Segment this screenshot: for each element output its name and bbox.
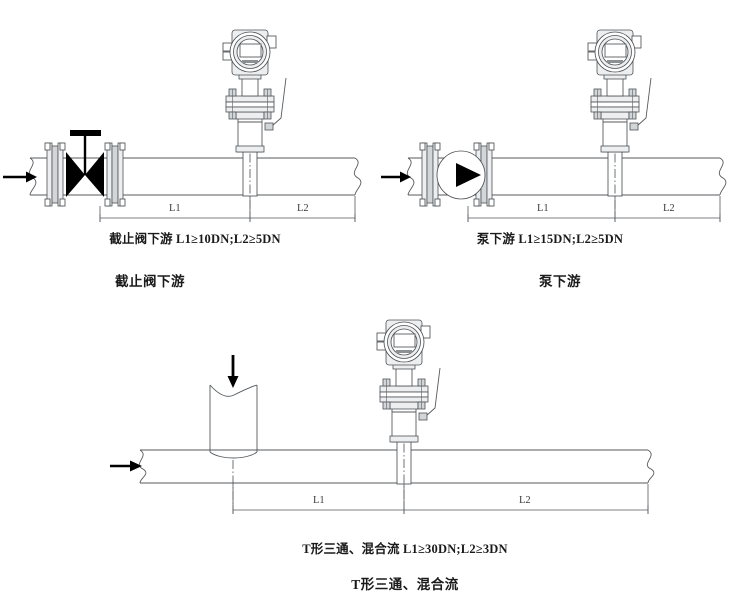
dimension-lines: [99, 196, 356, 222]
diagram-stop-valve-downstream: L1 L2 截止阀下游 L1≥10DN;L2≥5DN 截止阀下游: [0, 0, 390, 300]
dimension-label-l1: L1: [313, 495, 325, 506]
spec-caption: 截止阀下游 L1≥10DN;L2≥5DN: [109, 232, 281, 246]
insertion-flow-transmitter: [587, 29, 642, 215]
flow-direction-arrow: [3, 171, 37, 183]
probe-handle-icon: [418, 367, 441, 421]
dimension-label-l2: L2: [297, 203, 309, 214]
pipe-break-left-icon: [138, 449, 147, 484]
diagram-title: 泵下游: [539, 274, 581, 289]
stop-valve-drawing: [3, 29, 362, 222]
flow-direction-arrow: [110, 460, 142, 472]
probe-handle-icon: [629, 77, 652, 131]
dimension-label-l2: L2: [519, 495, 531, 506]
probe-handle-icon: [264, 77, 287, 131]
dimension-label-l1: L1: [537, 203, 549, 214]
pipe-break-right-icon: [646, 449, 655, 484]
diagram-pump-downstream: L1 L2 泵下游 L1≥15DN;L2≥5DN 泵下游: [380, 0, 750, 300]
stop-valve-icon: [44, 130, 126, 207]
flow-direction-arrow: [381, 171, 411, 183]
diagram-title: 截止阀下游: [115, 274, 185, 289]
insertion-flow-transmitter: [222, 29, 277, 215]
dimension-lines: [467, 196, 721, 222]
dimension-label-l1: L1: [169, 203, 181, 214]
pump-drawing: [381, 29, 727, 222]
spec-caption: T形三通、混合流 L1≥30DN;L2≥3DN: [302, 542, 508, 556]
pipe-break-left-icon: [406, 157, 415, 196]
insertion-flow-transmitter: [376, 319, 431, 505]
spec-caption: 泵下游 L1≥15DN;L2≥5DN: [476, 232, 624, 246]
diagram-tee-mixing-flow: L1 L2 T形三通、混合流 L1≥30DN;L2≥3DN T形三通、混合流: [60, 300, 750, 599]
diagram-title: T形三通、混合流: [351, 577, 459, 592]
pump-icon: [419, 142, 495, 207]
pipe-break-right-icon: [353, 157, 362, 196]
pipe-break-right-icon: [718, 157, 727, 196]
tee-mixing-drawing: [110, 319, 655, 514]
pipe-run: [140, 449, 648, 484]
branch-flow-arrow: [227, 355, 239, 388]
dimension-lines: [232, 484, 649, 514]
tee-branch-pipe: [209, 384, 258, 505]
dimension-label-l2: L2: [663, 203, 675, 214]
